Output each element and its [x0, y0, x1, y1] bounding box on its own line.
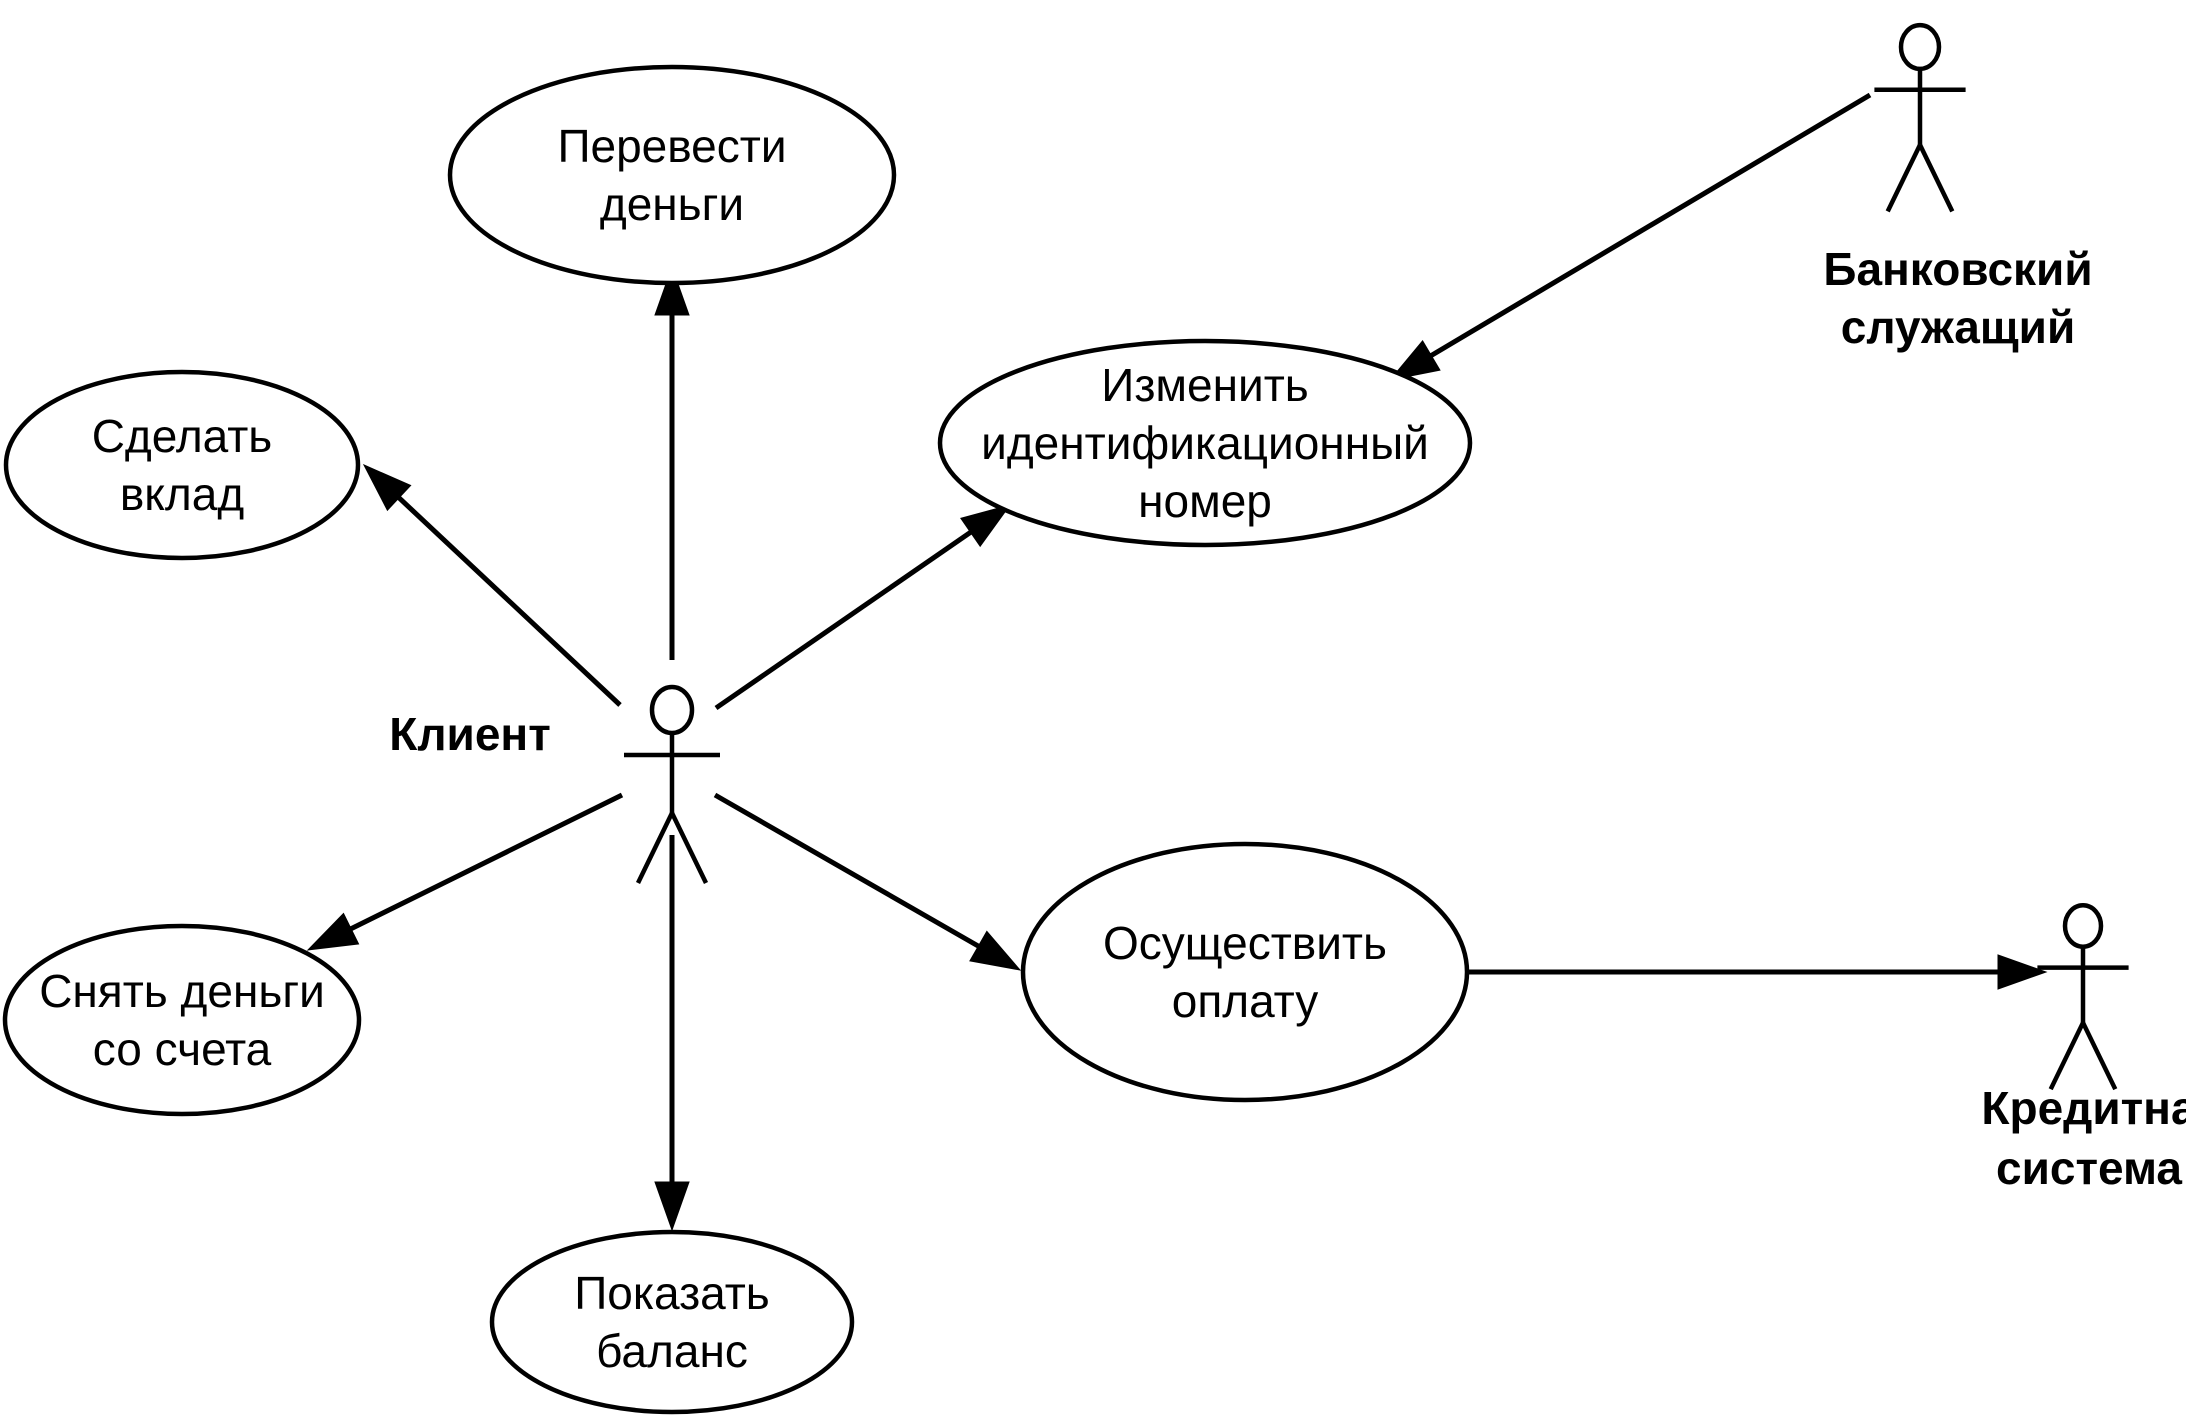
use-case-show-balance[interactable]: Показать баланс	[489, 1229, 855, 1415]
actor-bank-employee[interactable]: Банковский служащий	[1823, 22, 2093, 353]
use-case-ellipse	[489, 1229, 855, 1415]
association-line-bank-employee-to-change-pin	[1429, 92, 1872, 358]
use-case-label: Сделать	[92, 410, 273, 462]
arrowhead-client-to-show-balance	[654, 1181, 690, 1232]
use-case-withdraw-money[interactable]: Снять деньги со счета	[2, 923, 362, 1117]
actor-credit-system[interactable]: Кредитна система	[1981, 903, 2186, 1194]
use-case-ellipse	[1020, 841, 1470, 1103]
use-case-make-deposit[interactable]: Сделать вклад	[3, 369, 361, 561]
actor-label: Клиент	[389, 708, 550, 760]
use-case-label: идентификационный	[981, 417, 1429, 469]
actor-label: Кредитна	[1981, 1082, 2186, 1134]
use-case-change-pin[interactable]: Изменить идентификационный номер	[937, 338, 1473, 548]
arrowhead-client-to-transfer-money	[654, 265, 690, 316]
use-case-ellipse	[447, 64, 897, 286]
actor-label: служащий	[1841, 301, 2075, 353]
arrowhead-make-payment-to-credit-system	[1997, 954, 2048, 990]
association-line-client-to-make-deposit	[397, 496, 622, 707]
association-line-client-to-withdraw-money	[349, 792, 624, 931]
arrowhead-client-to-change-pin	[960, 504, 1012, 548]
use-case-label: Перевести	[557, 120, 786, 172]
stick-figure-icon	[1874, 22, 1966, 213]
stick-figure-icon	[624, 684, 720, 884]
arrowhead-client-to-make-deposit	[362, 463, 412, 512]
use-case-make-payment[interactable]: Осуществить оплату	[1020, 841, 1470, 1103]
association-line-client-to-make-payment	[713, 792, 980, 949]
use-case-transfer-money[interactable]: Перевести деньги	[447, 64, 897, 286]
use-case-label: номер	[1138, 475, 1272, 527]
use-case-label: деньги	[600, 178, 744, 230]
associations-layer	[306, 92, 2048, 1232]
stick-figure-icon	[2037, 903, 2129, 1091]
actor-client[interactable]: Клиент	[389, 684, 720, 884]
use-case-label: вклад	[120, 468, 245, 520]
arrowhead-client-to-make-payment	[969, 930, 1022, 971]
arrowhead-client-to-withdraw-money	[306, 912, 360, 951]
arrowhead-bank-employee-to-change-pin	[1388, 340, 1441, 381]
use-case-label: оплату	[1172, 975, 1319, 1027]
use-case-label: Изменить	[1101, 359, 1309, 411]
use-case-label: баланс	[596, 1325, 748, 1377]
use-case-label: Показать	[574, 1267, 770, 1319]
use-case-ellipse	[2, 923, 362, 1117]
actor-label: система	[1996, 1142, 2182, 1194]
association-line-client-to-change-pin	[714, 530, 972, 711]
use-case-label: Осуществить	[1103, 917, 1387, 969]
use-case-label: со счета	[93, 1023, 272, 1075]
use-case-label: Снять деньги	[39, 965, 325, 1017]
use-case-ellipse	[937, 338, 1473, 548]
use-case-ellipse	[3, 369, 361, 561]
actor-label: Банковский	[1823, 243, 2092, 295]
